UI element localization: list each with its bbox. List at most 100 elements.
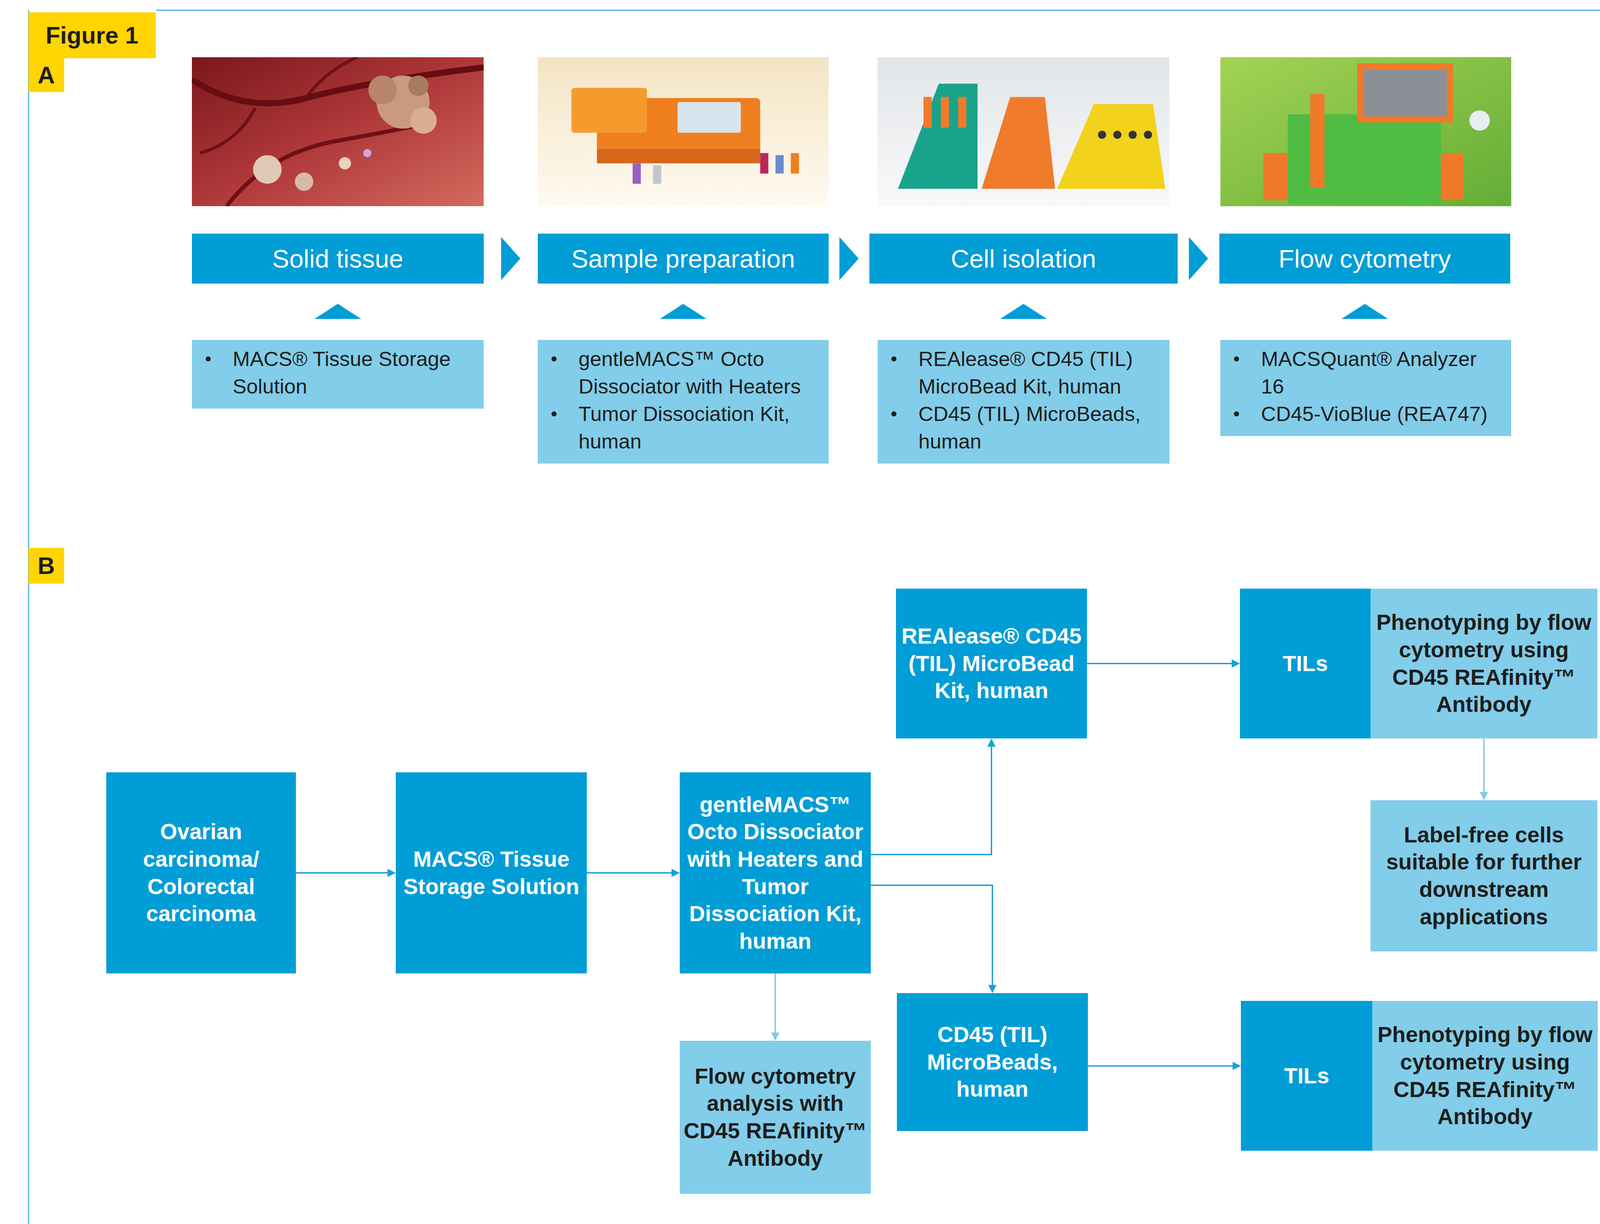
connector [1479, 738, 1489, 801]
connector [870, 885, 997, 994]
connector [295, 868, 396, 878]
result-box: Label-free cells suitable for further do… [1370, 800, 1598, 952]
result-box: Phenotyping by flow cytometry using CD45… [1370, 588, 1598, 739]
column [940, 97, 950, 128]
box-text: Sample preparation [543, 243, 824, 274]
text-holder: MACS® Tissue Storage Solution [205, 345, 477, 401]
text-holder: Label-free cells suitable for further do… [1374, 821, 1594, 931]
bullet-dot [1234, 356, 1240, 362]
text-holder: TILs [1243, 649, 1367, 678]
list-text: gentleMACS™ Octo Dissociator with Heater… [578, 345, 822, 401]
side-part [1440, 152, 1464, 201]
chevron-arrow [501, 237, 521, 281]
step-bar: Sample preparation [537, 233, 829, 284]
text-holder: Solid tissue [197, 243, 479, 274]
bullet-item: gentleMACS™ Octo Dissociator with Heater… [551, 345, 822, 401]
text-holder: Sample preparation [543, 243, 824, 274]
photo-ground [191, 57, 484, 207]
list-text: Tumor Dissociation Kit, human [578, 400, 822, 456]
text-holder: Phenotyping by flow cytometry using CD45… [1374, 608, 1594, 718]
connector-line [1086, 662, 1233, 665]
process-box: TILs [1239, 588, 1371, 739]
blood-vessel [226, 122, 429, 207]
screen [1363, 69, 1448, 117]
bottle [1469, 110, 1491, 132]
product-list-box: gentleMACS™ Octo Dissociator with Heater… [537, 339, 829, 464]
step-bar: Cell isolation [869, 233, 1178, 284]
bullet-item: Tumor Dissociation Kit, human [551, 400, 822, 456]
pointer-triangle [1341, 303, 1389, 319]
bullet-dot [1234, 411, 1240, 417]
chevron-arrow [839, 237, 859, 281]
connector-line [1483, 738, 1485, 793]
tumor-cell [408, 75, 429, 97]
box-text: REAlease® CD45 (TIL) MicroBead Kit, huma… [899, 622, 1084, 705]
pointer-triangle [1000, 303, 1048, 319]
process-box: MACS® Tissue Storage Solution [395, 772, 587, 974]
text-holder: Flow cytometry [1224, 243, 1505, 274]
box-text: Ovarian carcinoma/ Colorectal carcinoma [109, 818, 293, 928]
column [923, 97, 932, 128]
text-holder: gentleMACS™ Octo Dissociator with Heater… [551, 345, 822, 456]
figure-title-tag: Figure 1 [28, 12, 156, 59]
column-slot [1143, 130, 1153, 139]
separator-photo [877, 57, 1170, 207]
step-bar: Flow cytometry [1219, 233, 1511, 284]
connector-line [870, 885, 993, 986]
connector [1189, 237, 1209, 281]
arrowhead [1479, 791, 1489, 801]
connector [1000, 303, 1048, 319]
cytometer-photo [1220, 57, 1512, 207]
text-holder: Flow cytometry analysis with CD45 REAfin… [683, 1062, 868, 1172]
connector [314, 303, 362, 319]
tumor-cell [368, 75, 397, 104]
screen-frame [1357, 63, 1453, 123]
connector-line [774, 973, 776, 1033]
arrowhead [671, 868, 680, 878]
tube [632, 163, 641, 185]
connector [870, 738, 996, 855]
list-text: CD45 (TIL) MicroBeads, human [918, 400, 1163, 456]
bullet-item: MACS® Tissue Storage Solution [205, 345, 477, 401]
arrowhead [988, 984, 997, 994]
tumor-cell [410, 107, 437, 134]
column-slot [1128, 130, 1137, 139]
bullet-dot [891, 356, 897, 362]
text-holder: MACS® Tissue Storage Solution [399, 845, 584, 901]
result-box: Flow cytometry analysis with CD45 REAfin… [679, 1040, 871, 1194]
box-text: Solid tissue [197, 243, 479, 274]
box-text: Cell isolation [874, 243, 1173, 274]
figure-title: Figure 1 [45, 21, 139, 50]
box-text: Label-free cells suitable for further do… [1374, 821, 1594, 931]
device-screen [677, 102, 741, 133]
pointer-triangle [314, 303, 362, 319]
box-text: gentleMACS™ Octo Dissociator with Heater… [683, 791, 868, 955]
arrowhead [1231, 659, 1240, 668]
bullet-item: MACSQuant® Analyzer 16 [1234, 345, 1504, 401]
column-slot [1113, 130, 1122, 139]
text-holder: REAlease® CD45 (TIL) MicroBead Kit, huma… [891, 345, 1163, 456]
side-part [1263, 152, 1288, 201]
loose-cell [338, 157, 352, 170]
process-box: CD45 (TIL) MicroBeads, human [896, 993, 1088, 1131]
process-box: Ovarian carcinoma/ Colorectal carcinoma [106, 772, 296, 974]
connector [1341, 303, 1389, 319]
arrowhead [1232, 1061, 1241, 1071]
product-list-box: MACSQuant® Analyzer 16CD45-VioBlue (REA7… [1220, 339, 1512, 437]
text-holder: gentleMACS™ Octo Dissociator with Heater… [683, 791, 868, 955]
box-text: Flow cytometry analysis with CD45 REAfin… [683, 1062, 868, 1172]
connector-line [1087, 1065, 1234, 1067]
bullet-item: CD45-VioBlue (REA747) [1234, 400, 1504, 428]
box-text: Phenotyping by flow cytometry using CD45… [1376, 1021, 1595, 1131]
arrowhead [387, 868, 396, 878]
text-holder: Ovarian carcinoma/ Colorectal carcinoma [109, 818, 293, 928]
box-text: TILs [1243, 649, 1367, 678]
connector-line [870, 746, 992, 855]
blood-vessel [191, 67, 484, 104]
tube [760, 152, 769, 174]
text-holder: Phenotyping by flow cytometry using CD45… [1376, 1021, 1595, 1131]
connector [586, 868, 680, 878]
list-text: MACS® Tissue Storage Solution [232, 345, 477, 401]
blood-vessel [305, 57, 357, 99]
loose-cell [252, 155, 282, 184]
